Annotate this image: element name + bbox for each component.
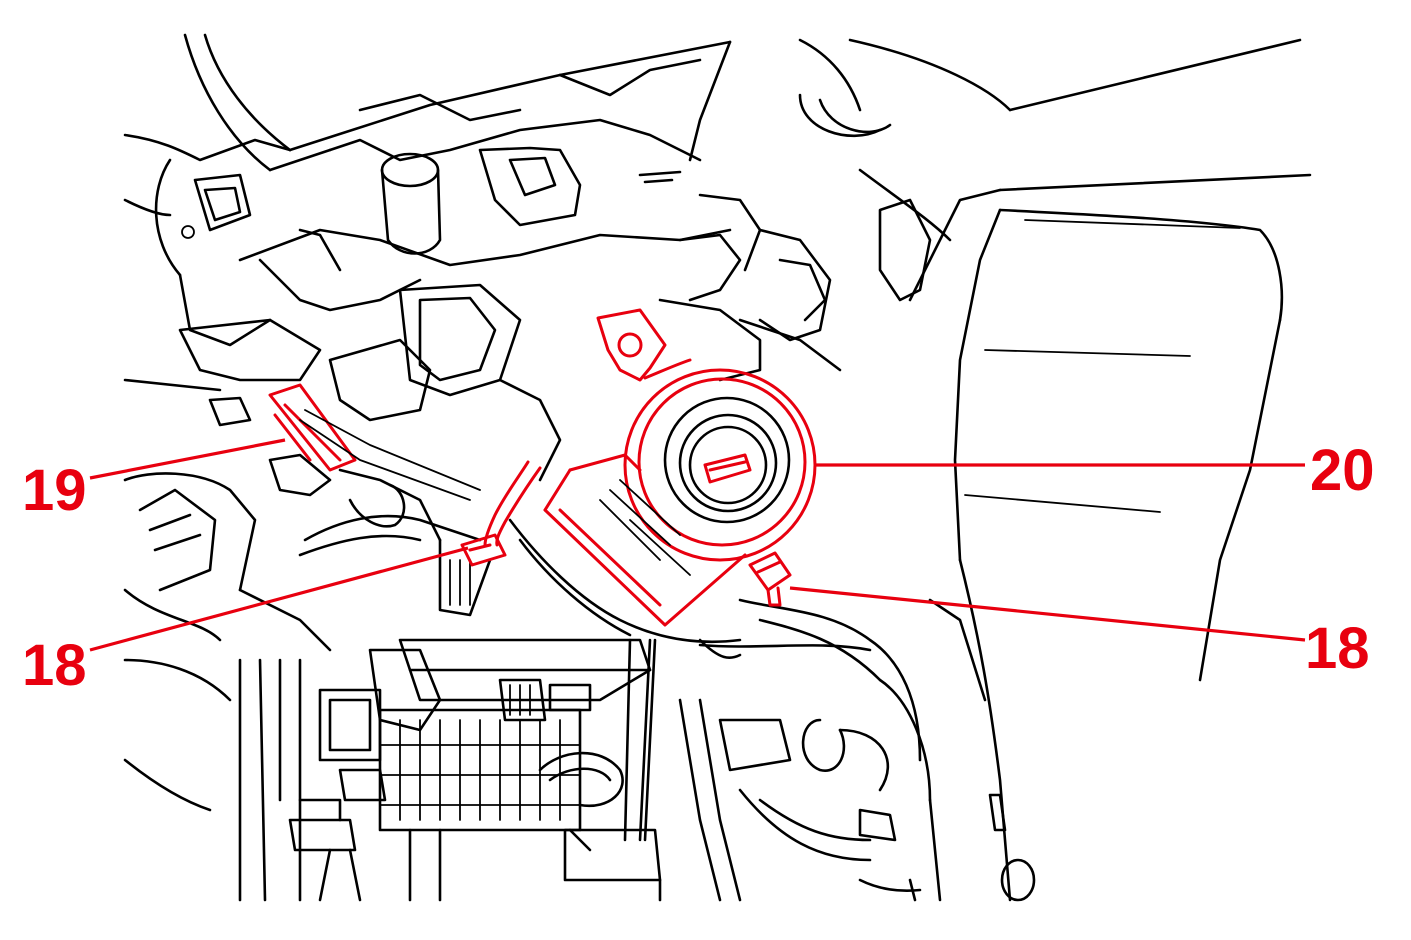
callout-20: 20 xyxy=(1310,438,1375,503)
callout-labels: 19 20 18 18 xyxy=(22,438,1375,698)
callout-18-right: 18 xyxy=(1305,616,1370,681)
ignition-lock-cylinder xyxy=(543,308,817,627)
bottom-frame xyxy=(238,658,942,902)
callout-19: 19 xyxy=(22,458,87,523)
harness-connector xyxy=(268,383,481,501)
junction-block xyxy=(318,638,662,882)
cable-tie-right xyxy=(748,551,792,607)
wiring-harness xyxy=(298,468,932,862)
steering-shaft xyxy=(798,38,1312,302)
callout-18-left: 18 xyxy=(22,633,87,698)
right-panel xyxy=(928,208,1284,902)
leader-18-right xyxy=(789,586,1306,642)
central-housing xyxy=(178,193,842,482)
cable-tie-left xyxy=(460,460,542,567)
leader-18-left xyxy=(89,546,469,652)
left-bracket xyxy=(123,133,292,347)
leader-19 xyxy=(89,438,286,480)
line-art xyxy=(123,33,1312,902)
callout-leaders xyxy=(89,438,1306,652)
column-shroud xyxy=(183,33,732,172)
cylinder-boss xyxy=(380,146,682,255)
lower-left-bracket xyxy=(123,378,332,812)
